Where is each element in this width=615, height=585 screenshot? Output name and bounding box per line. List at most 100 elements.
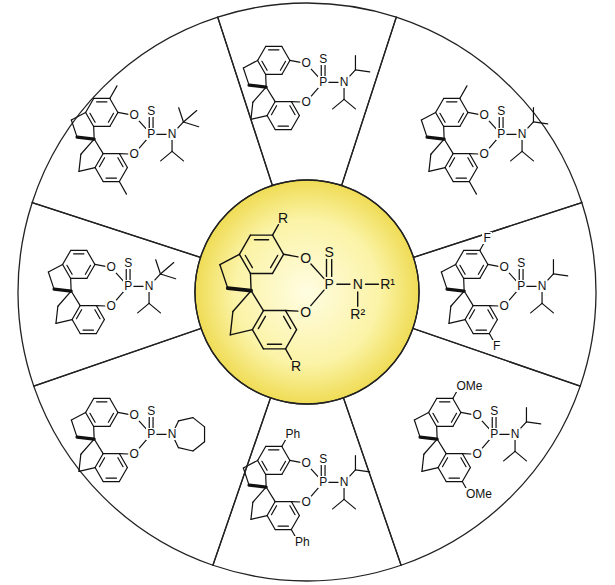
circle-outline (193, 178, 421, 406)
bond-line (157, 434, 167, 435)
bond-line (253, 487, 266, 502)
bond-line (527, 286, 537, 287)
bond-line (433, 413, 438, 422)
bond-line (119, 168, 127, 182)
molecule-bonds (71, 86, 198, 194)
bond-line (422, 454, 424, 471)
bond-line (90, 113, 95, 122)
bond-line (444, 98, 460, 99)
bond-line (290, 60, 301, 62)
bond-line (284, 316, 291, 328)
bond-line (421, 120, 427, 137)
bond-line (437, 426, 453, 427)
bond-line (81, 139, 94, 154)
bond-line (424, 439, 437, 454)
atom-label: N (339, 76, 350, 88)
bond-line (469, 182, 476, 195)
bond-line (278, 126, 288, 127)
bond-line (449, 478, 459, 479)
bond-line (291, 516, 299, 530)
atom-label: P (496, 128, 506, 140)
bond-line (507, 134, 516, 135)
bond-line (282, 60, 290, 74)
atom-label: N (339, 476, 350, 488)
bond-line (480, 264, 488, 278)
bond-line (311, 290, 324, 305)
bond-line (95, 168, 103, 182)
bond-line (441, 264, 455, 272)
bond-line (446, 453, 462, 454)
sector-wedge (342, 17, 582, 257)
bond-line (171, 140, 172, 151)
atom-label: Ph (284, 428, 301, 440)
bond-line (230, 330, 252, 335)
bond-line (266, 446, 282, 447)
ligand-sector: SOPNO (339, 15, 584, 260)
bond-line (447, 101, 457, 102)
bond-line (94, 439, 103, 454)
bond-line (467, 253, 477, 254)
bond-line (431, 139, 444, 154)
bond-line (249, 485, 266, 487)
atom-label: R (290, 359, 302, 373)
bond-line (250, 273, 272, 274)
bond-line (253, 87, 266, 102)
atom-label: OMe (465, 488, 493, 500)
bond-line (97, 401, 107, 402)
ligand-sector: SOPNO (30, 15, 275, 260)
bond-line (103, 453, 119, 454)
bond-line (521, 140, 522, 151)
bond-line (489, 306, 497, 320)
bond-line (273, 235, 284, 254)
bond-line (443, 126, 445, 139)
bond-line (468, 158, 473, 167)
sector-outline (410, 200, 598, 389)
bond-line (478, 265, 483, 274)
ligand-sector: OMeSOPNOOMe (341, 326, 583, 568)
bond-line (492, 416, 493, 428)
bond-line (239, 254, 250, 273)
atom-label: N (537, 280, 548, 292)
atom-label: P (318, 76, 328, 88)
bond-line (469, 154, 477, 168)
ligand-sector: SOPNO (31, 326, 273, 568)
atom-label: S (489, 405, 499, 417)
atom-label: O (128, 409, 139, 421)
bond-line (118, 412, 129, 414)
bond-line (95, 454, 103, 468)
atom-label: S (318, 53, 328, 65)
bond-line (286, 311, 297, 330)
bond-line (108, 413, 113, 422)
bond-line (429, 154, 431, 171)
bond-line (504, 451, 515, 461)
atom-label: S (123, 257, 133, 269)
bond-line (126, 268, 127, 280)
bond-line (436, 98, 444, 112)
bond-line (488, 264, 499, 266)
bond-line (526, 408, 527, 422)
bond-line (453, 412, 461, 426)
atom-label: F (492, 340, 501, 352)
atom-label: N (144, 280, 155, 292)
bond-line (499, 116, 500, 128)
bond-line (324, 464, 325, 476)
bond-line (56, 320, 72, 324)
bond-line (267, 516, 275, 530)
sector-outline (341, 326, 583, 568)
bond-line (273, 254, 284, 273)
bond-line (531, 303, 542, 313)
molecule-bonds (243, 439, 369, 537)
atom-label: O (300, 57, 311, 69)
bond-line (134, 286, 144, 287)
bond-line (149, 116, 150, 128)
bond-line (249, 85, 266, 87)
bond-line (488, 310, 493, 319)
bond-line (178, 418, 192, 421)
bond-line (243, 68, 249, 85)
bond-line (343, 88, 344, 99)
molecule-bonds (220, 225, 379, 360)
bond-line (421, 112, 435, 120)
bond-line (275, 529, 291, 530)
bond-line (355, 470, 369, 472)
bond-line (245, 255, 252, 267)
